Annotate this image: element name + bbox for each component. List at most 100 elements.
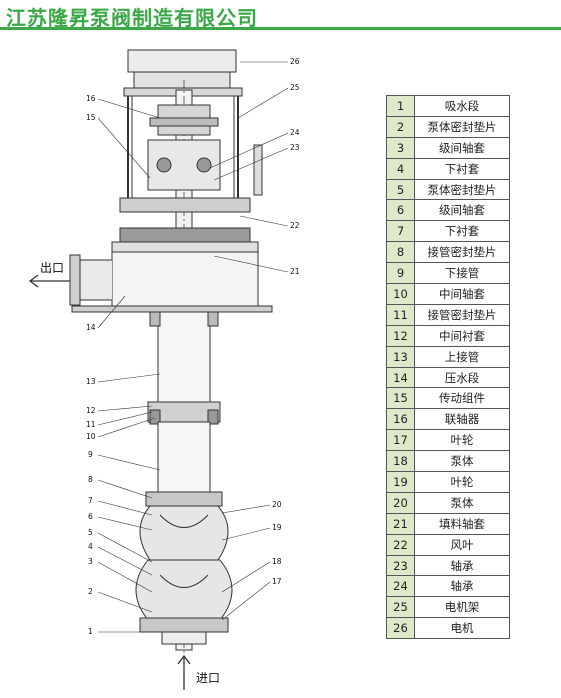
part-number: 24 [386, 575, 415, 598]
callout-14: 14 [86, 323, 96, 332]
callout-22: 22 [290, 221, 300, 230]
discharge-section [69, 251, 273, 313]
part-number: 18 [386, 450, 415, 473]
callout-24: 24 [290, 128, 300, 137]
part-number: 16 [386, 408, 415, 431]
lower-pipe [157, 421, 211, 493]
part-name: 叶轮 [414, 471, 510, 493]
callout-2: 2 [88, 587, 93, 596]
company-title: 江苏隆昇泵阀制造有限公司 [6, 6, 258, 30]
pump-cross-section-diagram: 出口 进口 1 2 3 4 5 6 7 8 9 10 11 12 13 14 1… [28, 49, 300, 690]
pump-bowl-upper [139, 491, 229, 561]
part-name: 电机架 [414, 596, 510, 619]
part-name: 吸水段 [414, 95, 510, 117]
callout-7: 7 [88, 496, 93, 505]
part-number: 22 [386, 533, 415, 556]
suction-section [139, 617, 229, 645]
part-number: 1 [386, 95, 415, 117]
motor [127, 49, 237, 91]
part-number: 14 [386, 366, 415, 389]
part-name: 中间衬套 [414, 324, 510, 347]
part-name: 上接管 [414, 345, 510, 368]
part-name: 下衬套 [414, 220, 510, 243]
callout-25: 25 [290, 83, 300, 92]
part-number: 21 [386, 512, 415, 535]
part-number: 6 [386, 199, 415, 222]
part-name: 传动组件 [414, 387, 510, 410]
inlet-label: 进口 [196, 671, 220, 685]
callout-26: 26 [290, 57, 300, 66]
callout-11: 11 [86, 420, 96, 429]
part-name: 接管密封垫片 [414, 241, 510, 264]
part-name: 下接管 [414, 262, 510, 285]
coupling [149, 104, 219, 136]
part-name: 泵体 [414, 491, 510, 514]
part-name: 填料轴套 [414, 512, 510, 535]
part-number: 3 [386, 136, 415, 159]
pump-bowl-lower [135, 559, 233, 621]
header-divider [0, 27, 561, 30]
part-name: 联轴器 [414, 408, 510, 431]
part-number: 2 [386, 115, 415, 138]
callout-12: 12 [86, 406, 96, 415]
callout-1: 1 [88, 627, 93, 636]
part-number: 7 [386, 220, 415, 243]
callout-4: 4 [88, 542, 93, 551]
part-number: 10 [386, 283, 415, 305]
part-number: 15 [386, 387, 415, 410]
part-name: 接管密封垫片 [414, 303, 510, 326]
callout-13: 13 [86, 377, 96, 386]
callout-17: 17 [272, 577, 282, 586]
callout-16: 16 [86, 94, 96, 103]
packing-gland [111, 227, 259, 253]
part-number: 8 [386, 241, 415, 264]
part-number: 12 [386, 324, 415, 347]
callout-5: 5 [88, 528, 93, 537]
callout-3: 3 [88, 557, 93, 566]
part-number: 9 [386, 262, 415, 285]
callout-21: 21 [290, 267, 300, 276]
part-name: 泵体密封垫片 [414, 178, 510, 201]
upper-pipe [149, 311, 219, 403]
part-name: 中间轴套 [414, 283, 510, 305]
callout-8: 8 [88, 475, 93, 484]
part-number: 5 [386, 178, 415, 201]
part-name: 轴承 [414, 554, 510, 577]
callout-19: 19 [272, 523, 282, 532]
outlet-label: 出口 [40, 261, 64, 275]
part-name: 泵体 [414, 450, 510, 473]
callout-10: 10 [86, 432, 96, 441]
bearing-housing [147, 139, 263, 196]
part-number: 4 [386, 157, 415, 180]
callout-9: 9 [88, 450, 93, 459]
part-number: 26 [386, 617, 415, 640]
callout-20: 20 [272, 500, 282, 509]
part-name: 叶轮 [414, 429, 510, 452]
part-name: 轴承 [414, 575, 510, 598]
callout-18: 18 [272, 557, 282, 566]
